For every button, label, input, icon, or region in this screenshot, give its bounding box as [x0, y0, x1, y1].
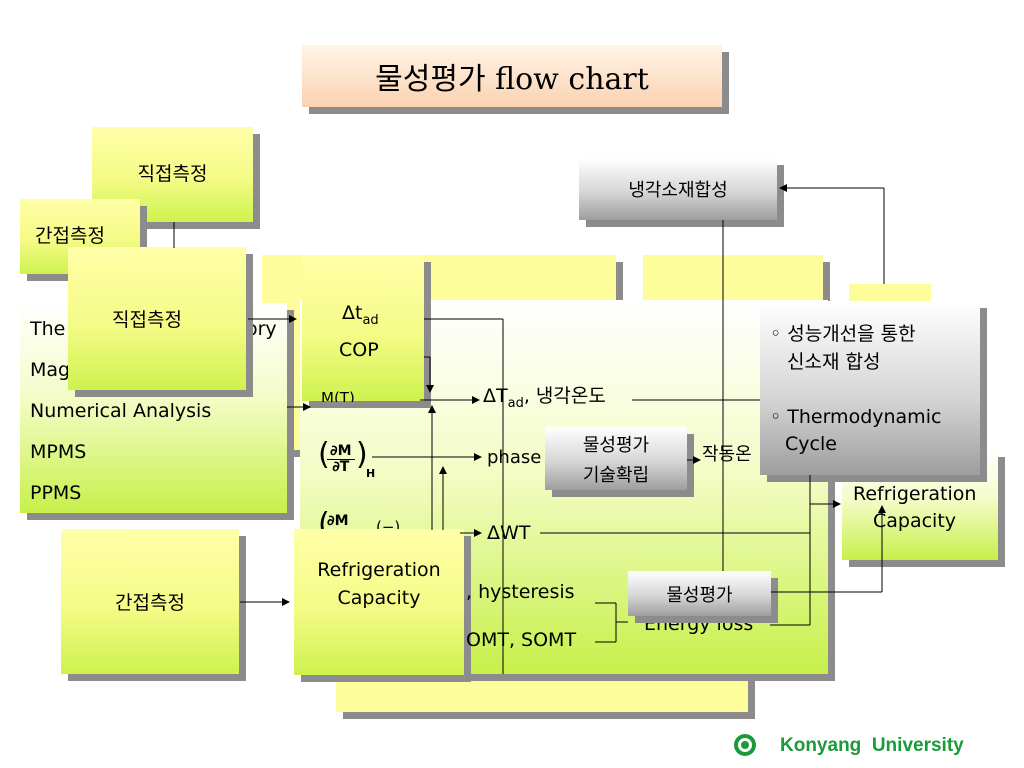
property-evaluation-box: 물성평가: [628, 571, 771, 616]
delta-t-label: Δtad: [342, 304, 379, 327]
direct-result-box: Δtad COP: [302, 255, 424, 401]
delta-tad-symbol: ΔT: [483, 385, 508, 407]
omt-somt-label: OMT, SOMT: [466, 629, 577, 651]
page-title-text: 물성평가 flow chart: [375, 62, 649, 97]
hysteresis-label: , hysteresis: [466, 581, 575, 603]
rc-right-line1: Refrigeration: [853, 483, 977, 505]
frac1-denominator: ∂T: [332, 458, 350, 475]
note2-line2: Cycle: [785, 433, 837, 455]
method-item-mpms: MPMS: [30, 441, 87, 463]
method-item-theory-tail: ory: [246, 318, 277, 340]
energy-loss-label: Energy loss: [644, 613, 754, 635]
frac1-subscript: H: [366, 467, 376, 480]
property-evaluation-label: 물성평가: [666, 584, 733, 606]
university-seal-icon: [734, 734, 756, 756]
frac1-numerator: ∂M: [327, 444, 355, 460]
evaluation-technique-box: 물성평가 기술확립: [545, 427, 687, 490]
method-item-magnetic: Mag: [30, 359, 71, 381]
note1-line1: ◦ 성능개선을 통한: [770, 323, 916, 345]
indirect-measurement-box-bottom: 간접측정: [61, 529, 239, 674]
cooling-material-synthesis-box: 냉각소재합성: [579, 158, 777, 220]
university-name: Konyang University: [780, 735, 964, 756]
delta-tad-sub: ad: [507, 395, 524, 411]
direct-measurement-label-top: 직접측정: [137, 162, 208, 185]
mt-partial-label: M(T): [321, 391, 355, 402]
rc-middle-line1: Refrigeration: [317, 559, 441, 581]
note2-line1: ◦ Thermodynamic: [770, 406, 942, 428]
delta-wt-label: ΔWT: [487, 522, 531, 544]
refrigeration-capacity-box-middle: Refrigeration Capacity: [294, 529, 464, 675]
note1-line2: 신소재 합성: [787, 351, 881, 373]
right-paren-1: ): [356, 437, 368, 472]
indirect-measurement-label-top: 간접측정: [35, 225, 105, 247]
method-item-numerical: Numerical Analysis: [30, 400, 212, 422]
partial-derivative-1: ∂M ∂T: [327, 444, 355, 474]
left-paren-2: (: [318, 507, 330, 542]
frac2-numerator: ∂M: [327, 513, 349, 529]
university-footer: Konyang University: [733, 732, 1013, 758]
cooling-material-synthesis-label: 냉각소재합성: [628, 180, 728, 201]
page-title: 물성평가 flow chart: [302, 45, 722, 107]
indirect-measurement-label-bottom: 간접측정: [115, 592, 185, 614]
method-item-theory: The: [30, 318, 66, 340]
direct-measurement-label-front: 직접측정: [112, 309, 182, 331]
evaluation-technique-line2: 기술확립: [582, 464, 650, 486]
method-item-ppms: PPMS: [30, 482, 82, 504]
cooling-temp-label: , 냉각온도: [523, 385, 606, 407]
direct-measurement-box-front: 직접측정: [68, 247, 246, 390]
improvement-notes-box: ◦ 성능개선을 통한 신소재 합성 ◦ Thermodynamic Cycle: [760, 301, 980, 475]
phase-label: phase: [487, 447, 542, 468]
delta-tad-label: ΔTad, 냉각온도: [483, 387, 606, 410]
cop-label: COP: [339, 339, 379, 361]
partial-derivative-2: ∂M: [327, 514, 349, 529]
rc-middle-line2: Capacity: [337, 587, 421, 609]
delta-t-sub: ad: [362, 312, 379, 328]
delta-t-symbol: Δt: [342, 302, 363, 324]
operating-temp-label: 작동온: [702, 444, 752, 465]
left-paren-1: (: [318, 437, 330, 472]
evaluation-technique-line1: 물성평가: [582, 434, 650, 456]
rc-right-line2: Capacity: [873, 510, 957, 532]
